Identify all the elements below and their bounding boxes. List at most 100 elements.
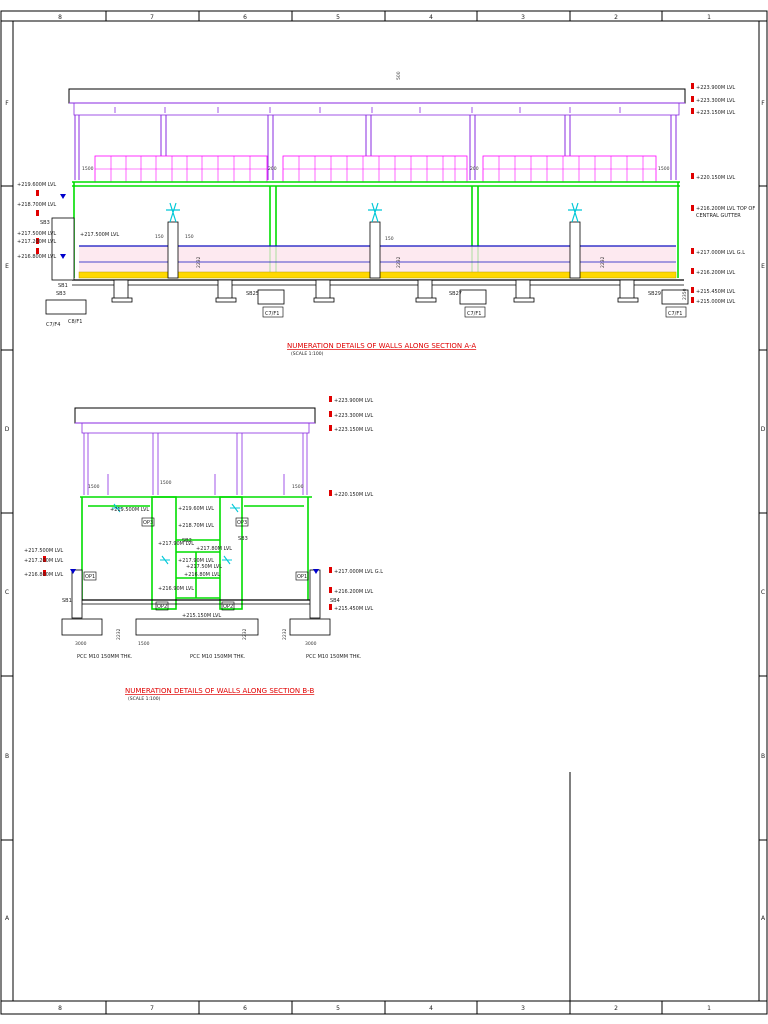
aa-level-r2: +223.150M LVL	[696, 110, 735, 116]
aa-dim-2232-b: 2232	[396, 256, 402, 268]
aa-level-r9: +215.000M LVL	[696, 299, 735, 305]
aa-level-r0: +223.900M LVL	[696, 85, 735, 91]
bb-pcc-right: PCC M10 150MM THK.	[306, 654, 362, 660]
aa-left-tag-2: SB3	[56, 291, 66, 297]
column-label-1-bottom: 1	[707, 1005, 711, 1012]
bb-roof-slab	[74, 407, 316, 424]
bb-dim-1500-b: 1500	[160, 480, 172, 486]
column-label-7: 7	[150, 14, 154, 21]
bb-dim-2232-a: 2232	[116, 628, 122, 640]
column-label-4: 4	[429, 14, 433, 21]
bb-tag-sb3: SB3	[238, 536, 248, 542]
aa-left-tag-0: SB3	[40, 220, 50, 226]
bb-dim-1500-d: 1500	[138, 641, 150, 647]
column-label-2: 2	[614, 14, 618, 21]
bb-level-l2: +216.800M LVL	[24, 572, 63, 578]
aa-level-l1: +218.700M LVL	[17, 202, 56, 208]
row-label-d-right: D	[761, 426, 766, 433]
aa-roof-slab	[68, 88, 686, 104]
aa-dim-200-a: 200	[268, 166, 277, 172]
row-label-a-right: A	[761, 915, 766, 922]
aa-dim-200-b: 200	[470, 166, 479, 172]
bb-inner-level-1: +219.60M LVL	[178, 506, 214, 512]
bb-tag-op3-left: OP3	[143, 520, 153, 526]
bb-tag-op3-right: OP3	[237, 520, 247, 526]
aa-dim-150-a: 150	[155, 234, 164, 240]
bb-inner-level-6: +217.50M LVL	[186, 564, 222, 570]
aa-left-tag-4: C8/F1	[68, 319, 82, 325]
aa-level-l4: +216.800M LVL	[17, 254, 56, 260]
aa-section-title: NUMERATION DETAILS OF WALLS ALONG SECTIO…	[287, 342, 476, 350]
aa-dim-150-c: 150	[385, 236, 394, 242]
bb-tag-sb2: SB2	[182, 538, 192, 544]
aa-beam-tag-3: SB29	[648, 291, 661, 297]
row-label-c: C	[5, 589, 9, 596]
column-label-6: 6	[243, 14, 247, 21]
column-label-8-bottom: 8	[58, 1005, 62, 1012]
row-label-f-right: F	[761, 100, 765, 107]
aa-dim-150-b: 150	[185, 234, 194, 240]
bb-tag-op1-left: OP1	[85, 574, 95, 580]
column-label-8: 8	[58, 14, 62, 21]
aa-level-r5: CENTRAL GUTTER	[696, 213, 741, 219]
row-label-d: D	[5, 426, 10, 433]
row-label-b: B	[5, 753, 9, 760]
row-label-a: A	[5, 915, 10, 922]
bb-level-r5: +216.200M LVL	[334, 589, 373, 595]
column-label-3: 3	[521, 14, 525, 21]
aa-left-tag-1: SB1	[58, 283, 68, 289]
bb-tag-op1-right: OP1	[297, 574, 307, 580]
aa-level-r3: +220.150M LVL	[696, 175, 735, 181]
bb-tag-sb4: SB4	[330, 598, 340, 604]
bb-inner-level-7: +216.80M LVL	[184, 572, 220, 578]
row-label-e: E	[5, 263, 9, 270]
bb-level-r6: +215.450M LVL	[334, 606, 373, 612]
section-bb: OP3 OP3 OP1 OP1 OP2 OP2 SB2 SB3 SB1 SB4 …	[24, 396, 383, 702]
aa-dim-2232-a: 2232	[196, 256, 202, 268]
aa-dim-500: 500	[396, 71, 402, 80]
bb-level-l0: +217.500M LVL	[24, 548, 63, 554]
bb-inner-level-0: +219.500M LVL	[110, 507, 149, 513]
column-label-7-bottom: 7	[150, 1005, 154, 1012]
column-label-2-bottom: 2	[614, 1005, 618, 1012]
bb-level-r4: +217.000M LVL G.L	[334, 569, 383, 575]
aa-level-r7: +216.200M LVL	[696, 270, 735, 276]
row-label-c-right: C	[761, 589, 765, 596]
column-label-4-bottom: 4	[429, 1005, 433, 1012]
bb-inner-level-2: +218.70M LVL	[178, 523, 214, 529]
aa-level-r6: +217.000M LVL G.L	[696, 250, 745, 256]
bb-dim-1500-a: 1500	[88, 484, 100, 490]
column-label-5-bottom: 5	[336, 1005, 340, 1012]
aa-dim-2350: 2350	[682, 288, 688, 300]
bb-dim-2232-c: 2232	[282, 628, 288, 640]
bb-dim-2232-b: 2232	[242, 628, 248, 640]
bb-dim-1500-c: 1500	[292, 484, 304, 490]
column-label-3-bottom: 3	[521, 1005, 525, 1012]
bb-inner-level-3: +217.90M LVL	[158, 541, 194, 547]
bb-tag-op2-left: OP2	[157, 604, 167, 610]
aa-col-tag-2: C7/F1	[467, 311, 481, 317]
bb-level-r1: +223.300M LVL	[334, 413, 373, 419]
bb-inner-level-9: +215.150M LVL	[182, 613, 221, 619]
aa-level-r4: +216.200M LVL TOP OF	[696, 206, 755, 212]
bb-dim-3000-b: 3000	[305, 641, 317, 647]
bb-level-r3: +220.150M LVL	[334, 492, 373, 498]
aa-level-l2: +217.500M LVL	[17, 231, 56, 237]
aa-section-scale: (SCALE 1:100)	[291, 351, 324, 357]
aa-dim-1500-right: 1500	[658, 166, 670, 172]
bb-section-title: NUMERATION DETAILS OF WALLS ALONG SECTIO…	[125, 687, 314, 695]
aa-level-r8: +215.450M LVL	[696, 289, 735, 295]
aa-level-r1: +223.300M LVL	[696, 98, 735, 104]
bb-inner-level-8: +216.90M LVL	[158, 586, 194, 592]
bb-inner-level-5: +217.90M LVL	[178, 558, 214, 564]
row-label-b-right: B	[761, 753, 765, 760]
aa-col-tag-3: C7/F1	[668, 311, 682, 317]
column-label-6-bottom: 6	[243, 1005, 247, 1012]
bb-level-r2: +223.150M LVL	[334, 427, 373, 433]
bb-pcc-mid: PCC M10 150MM THK.	[190, 654, 246, 660]
bb-level-l1: +217.200M LVL	[24, 558, 63, 564]
aa-level-mid: +217.500M LVL	[80, 232, 119, 238]
aa-beam-tag-2: SB27	[449, 291, 462, 297]
section-aa: C7/F1 C7/F1 C7/F1 SB25 SB27 SB29 1500 20…	[17, 71, 755, 357]
